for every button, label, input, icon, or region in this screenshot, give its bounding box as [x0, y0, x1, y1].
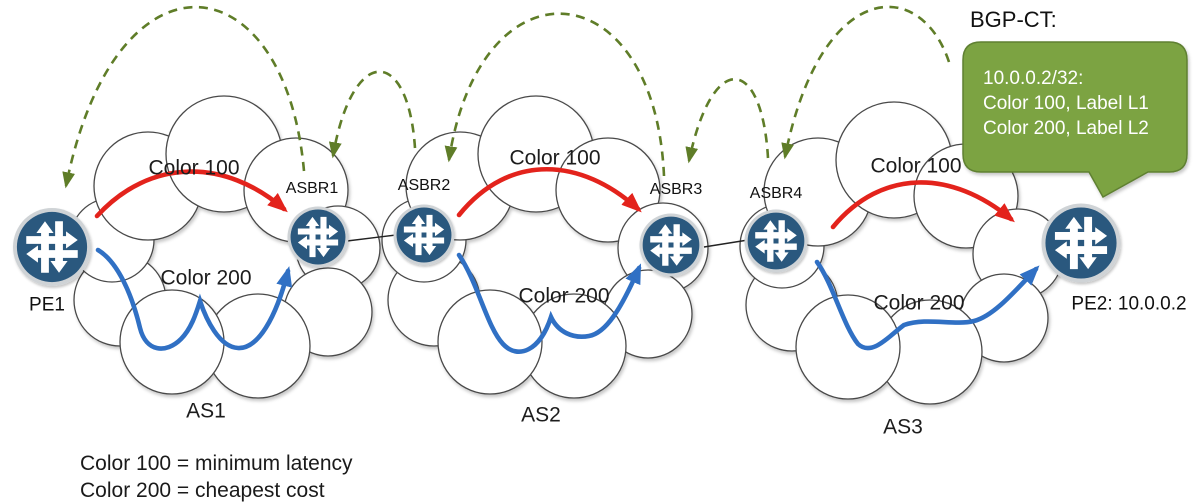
as3-label: AS3	[883, 415, 923, 439]
advertisement-arc-asbr1-to-pe1	[62, 5, 306, 189]
router-pe1	[13, 208, 92, 286]
advertisement-arc-asbr3-to-asbr2	[444, 12, 666, 177]
link-asbr3-asbr4	[703, 239, 749, 248]
color200-label-as1: Color 200	[160, 266, 252, 290]
color100-path-as1	[94, 169, 288, 219]
asbr3-label: ASBR3	[649, 181, 703, 199]
asbr1-label: ASBR1	[285, 180, 339, 198]
asbr2-label: ASBR2	[397, 177, 451, 195]
advertisement-arc-asbr2-to-asbr1	[328, 70, 417, 159]
legend-color100: Color 100 = minimum latency	[80, 452, 353, 475]
bgp-ct-title: BGP-CT:	[970, 7, 1057, 32]
bgp-advertisement-arcs	[62, 5, 951, 189]
color200-path-as3	[814, 259, 1040, 351]
link-asbr1-asbr2	[346, 234, 397, 242]
router-asbr4	[744, 209, 808, 273]
advertisement-arc-asbr4-to-asbr3	[685, 78, 770, 164]
color100-path-as3	[830, 180, 1015, 230]
advertisement-arc-pe2-to-asbr4	[781, 5, 951, 160]
legend-color200: Color 200 = cheapest cost	[80, 479, 325, 502]
color100-label-as2: Color 100	[509, 146, 601, 170]
callout-line-color100: Color 100, Label L1	[983, 93, 1149, 114]
pe2-label: PE2: 10.0.0.2	[1071, 293, 1187, 315]
color200-label-as2: Color 200	[518, 284, 610, 308]
callout-bubble	[962, 41, 1188, 199]
color200-label-as3: Color 200	[873, 291, 965, 315]
asbr4-label: ASBR4	[749, 185, 803, 203]
color100-paths	[94, 166, 1015, 230]
color100-path-as2	[456, 166, 642, 218]
color200-path-as1	[95, 247, 293, 351]
color100-label-as1: Color 100	[148, 156, 240, 180]
router-asbr2	[393, 204, 455, 266]
router-asbr3	[639, 213, 703, 277]
callout-line-prefix: 10.0.0.2/32:	[983, 68, 1084, 89]
callout-line-color200: Color 200, Label L2	[983, 118, 1149, 139]
pe1-label: PE1	[29, 294, 65, 316]
color200-paths	[95, 247, 1040, 354]
router-pe2	[1041, 203, 1121, 283]
as2-label: AS2	[521, 403, 561, 427]
color200-path-as2	[456, 252, 642, 354]
router-asbr1	[287, 206, 349, 268]
color100-label-as3: Color 100	[870, 154, 962, 178]
as1-label: AS1	[186, 399, 226, 423]
